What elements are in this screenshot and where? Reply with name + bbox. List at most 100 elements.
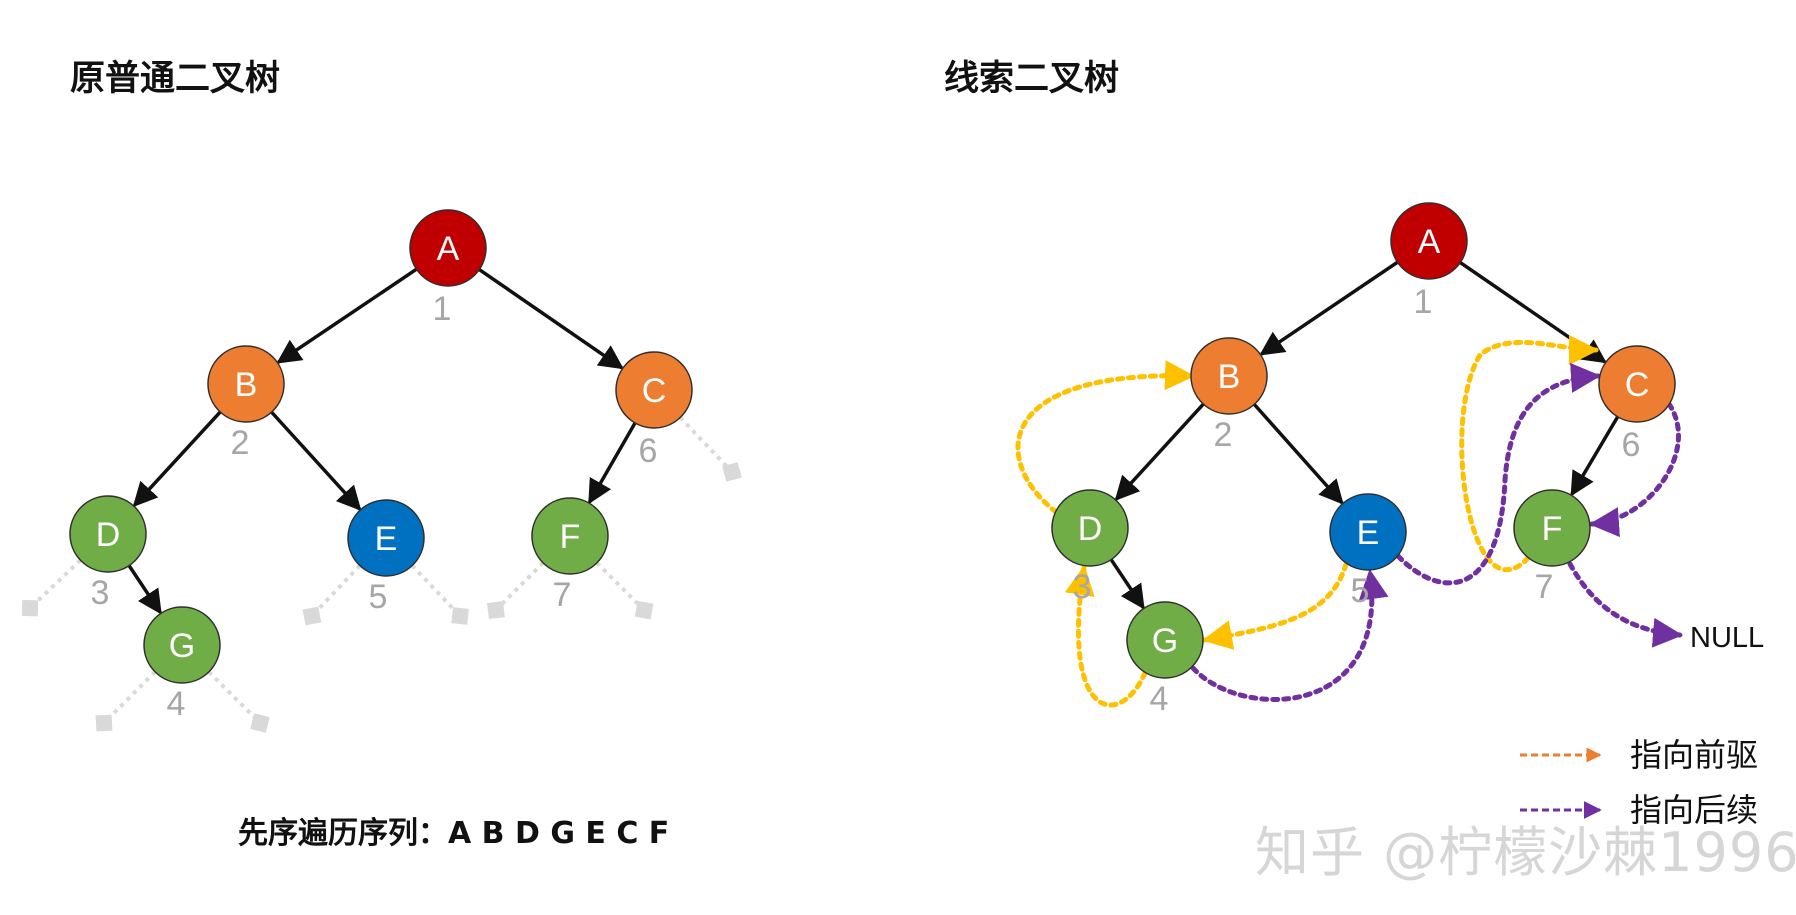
null-stub-line [207,670,262,725]
null-stub [95,670,157,732]
null-stub [410,564,469,625]
thread-f-to-c [1459,334,1599,573]
null-stub-line [678,416,734,474]
right-edge-B-D [1114,402,1205,502]
left-node-circle [409,209,487,287]
left-node-index: 4 [167,685,186,723]
left-edge-B-E [270,410,362,511]
null-stub [595,561,654,620]
right-node-d: D3 [1051,489,1129,606]
right-edge-A-B [1259,260,1399,356]
right-node-index: 3 [1073,568,1092,606]
null-stub-square [451,607,469,625]
left-node-circle [143,606,221,684]
null-stub [302,564,362,626]
right-edge-B-E [1252,403,1344,505]
right-node-e: E5 [1329,493,1407,610]
left-node-label: D [96,516,121,554]
left-node-label: G [169,627,195,665]
thread-e-to-c [1395,362,1601,586]
right-node-index: 2 [1214,416,1233,454]
right-node-circle [1513,489,1591,567]
null-stub-square [302,606,322,626]
null-stub-line [310,564,362,618]
right-node-circle [1329,493,1407,571]
left-edge-C-F [587,422,637,505]
left-tree-null-stubs [21,416,742,733]
thread-g-to-e [1190,569,1389,702]
right-node-index: 1 [1414,283,1433,321]
right-node-circle [1126,601,1204,679]
left-node-index: 5 [369,578,388,616]
null-stub-line [595,561,646,612]
left-node-label: A [437,230,460,268]
null-stub [207,670,270,733]
right-node-circle [1190,337,1268,415]
left-node-label: F [560,518,581,556]
null-stub-line [410,564,462,618]
right-node-circle [1390,202,1468,280]
right-node-label: E [1357,514,1380,552]
right-panel-title: 线索二叉树 [944,59,1120,99]
null-stub-square [21,599,39,617]
left-node-d: D3 [69,495,147,612]
left-node-label: C [642,372,667,410]
left-node-c: C6 [615,351,693,470]
legend-label: 指向前驱 [1630,737,1758,773]
right-node-label: B [1218,358,1241,396]
null-stub-square [634,600,654,620]
left-tree-edges [127,267,637,615]
right-node-g: G4 [1126,601,1204,718]
null-stub-square [95,714,113,732]
null-stub [678,416,742,482]
left-node-circle [615,351,693,429]
right-edge-C-F [1570,415,1620,497]
right-node-circle [1051,489,1129,567]
thread-f-to-null [1567,561,1683,648]
left-edge-D-G [127,564,162,615]
left-panel-title: 原普通二叉树 [70,59,281,99]
thread-d-to-b [1015,360,1195,515]
left-node-index: 1 [433,290,452,328]
right-node-label: G [1152,622,1178,660]
right-tree-threads [1015,334,1683,708]
left-node-circle [347,499,425,577]
left-node-index: 7 [553,576,572,614]
right-node-index: 5 [1351,572,1370,610]
null-stub-square [722,462,742,482]
left-node-index: 6 [639,432,658,470]
null-stub-line [494,561,545,612]
null-stub-square [250,713,270,733]
left-node-index: 2 [231,424,250,462]
null-stub [21,558,82,617]
null-stub-line [28,558,82,610]
thread-c-to-f [1589,401,1681,538]
left-node-circle [207,345,285,423]
right-node-c: C6 [1598,345,1676,464]
null-stub-line [102,670,157,725]
right-node-label: A [1418,223,1441,261]
thread-g-to-d [1064,565,1148,708]
left-node-index: 3 [91,574,110,612]
right-node-circle [1598,345,1676,423]
right-node-f: F7 [1513,489,1591,606]
right-edge-D-G [1109,558,1145,610]
null-stub-square [486,601,505,620]
legend-item-predecessor: 指向前驱 [1520,737,1758,773]
left-node-a: A1 [409,209,487,328]
left-node-label: E [375,520,398,558]
right-node-index: 7 [1535,568,1554,606]
left-node-circle [69,495,147,573]
right-node-index: 4 [1150,680,1169,718]
left-node-circle [531,497,609,575]
thread-e-to-g [1202,561,1349,650]
watermark-text: 知乎 @柠檬沙棘1996 [1255,821,1796,884]
right-node-label: C [1625,366,1650,404]
left-node-f: F7 [531,497,609,614]
right-node-label: D [1078,510,1103,548]
